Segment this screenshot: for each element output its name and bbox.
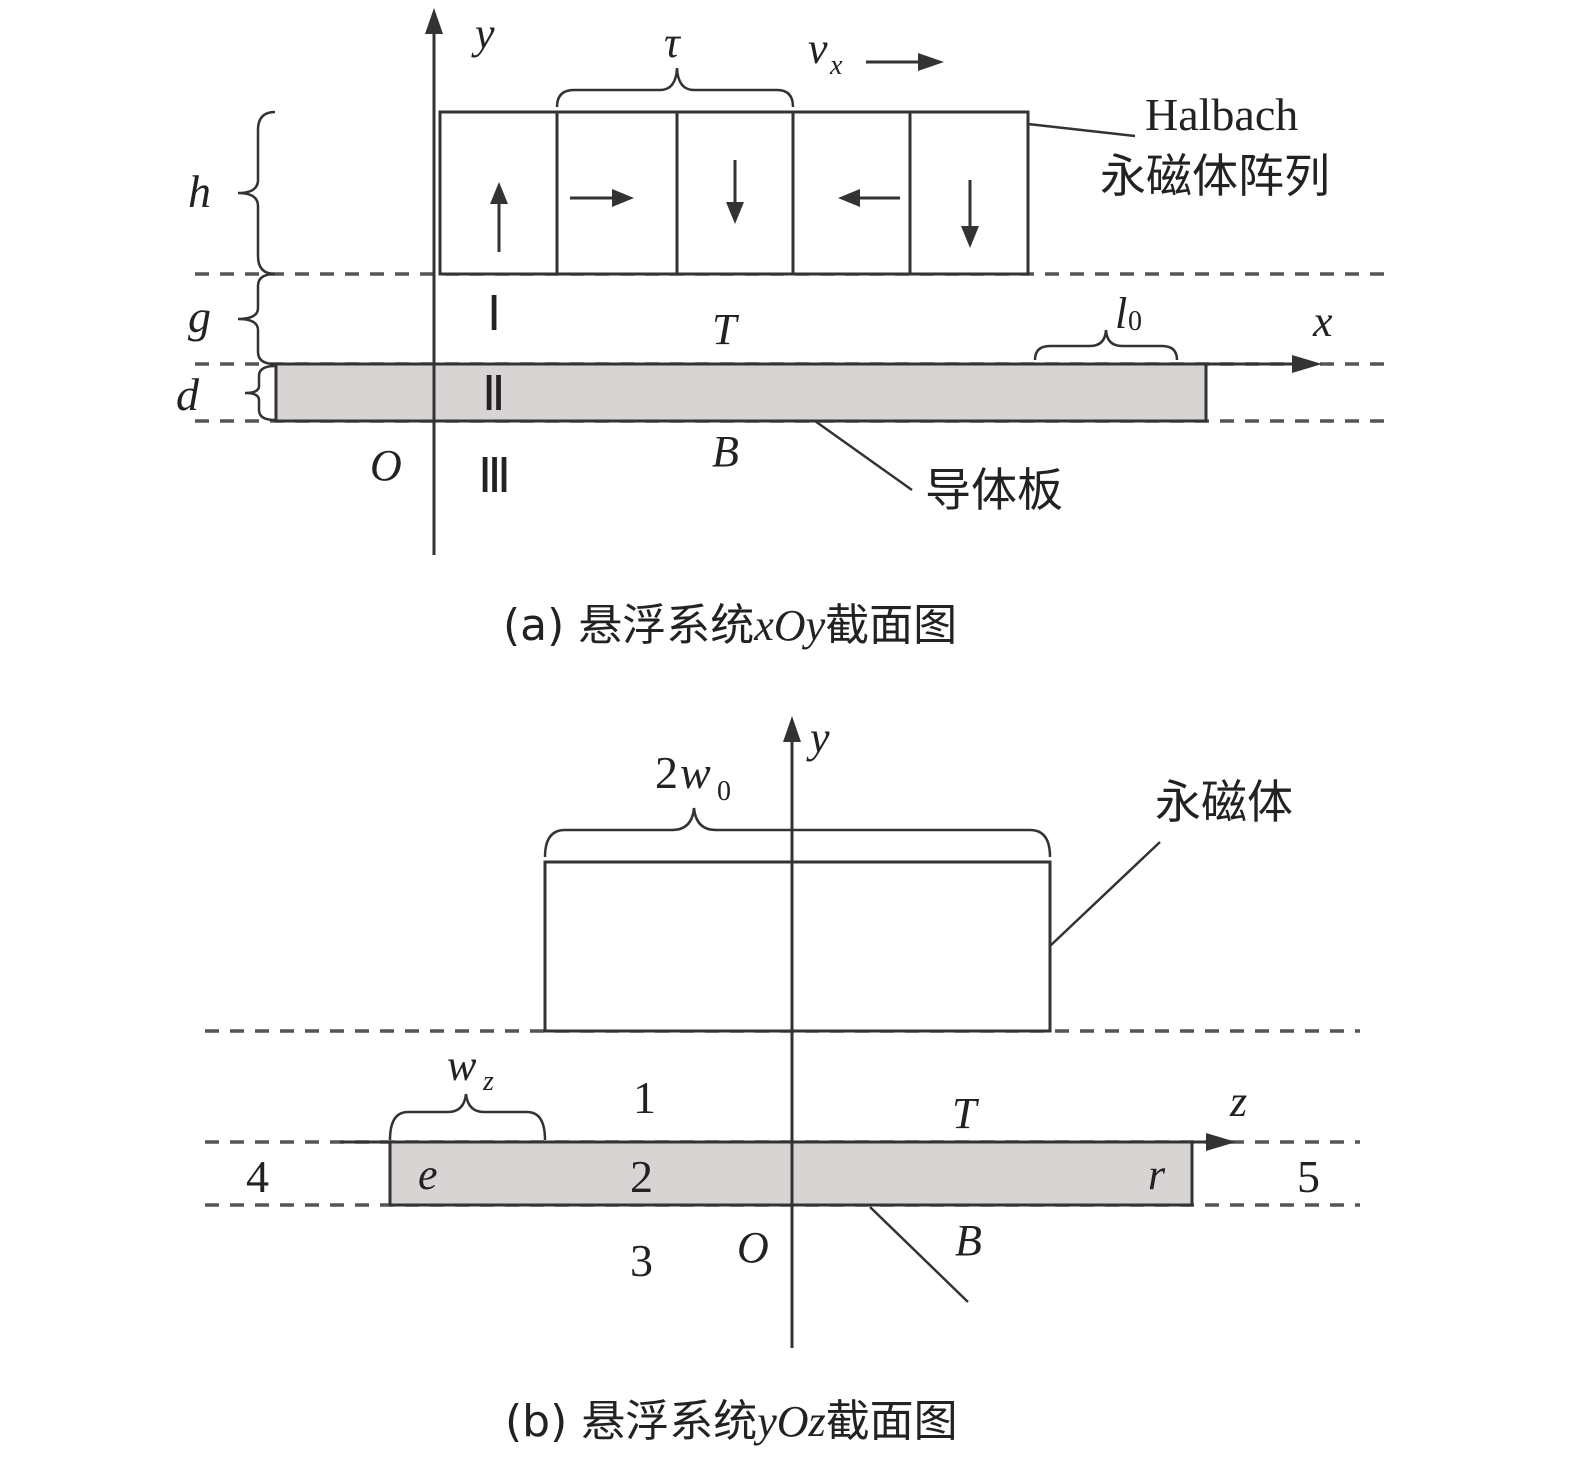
region-2-label-a: Ⅱ [482,368,506,421]
z-axis-label-b: z [1229,1077,1247,1126]
velocity-label: v [808,24,828,73]
halbach-leader-line [1027,122,1136,138]
panel-a: y x τ v x h g d Ⅰ Ⅱ Ⅲ T B O [176,8,1385,651]
velocity-subscript: x [829,50,843,81]
e-label: e [418,1150,438,1199]
region-4-label-b: 4 [246,1151,269,1202]
r-label: r [1148,1150,1166,1199]
d-brace [244,364,276,422]
h-label: h [188,166,211,217]
tau-brace [555,67,795,108]
wz-w: w [447,1041,477,1090]
y-axis-b [783,716,801,1348]
h-brace [237,110,276,276]
magnetization-arrow-down [726,160,744,224]
l0-brace [1033,329,1179,361]
y-axis-label-a: y [471,9,495,58]
T-label-a: T [712,305,740,354]
magnetization-arrow-left [838,189,900,207]
wz-brace [388,1093,547,1141]
y-axis-label-b: y [806,713,830,762]
magnet-leader-line [1049,841,1161,947]
caption-b: (b) 悬浮系统yOz截面图 [505,1396,958,1447]
x-axis-label-a: x [1312,297,1333,346]
2w0-subscript: 0 [717,776,731,807]
region-5-label-b: 5 [1297,1151,1320,1202]
panel-b: y z 2 w 0 永磁体 w z 1 2 3 4 5 e r T B O [205,713,1360,1447]
g-label: g [188,291,211,342]
2w0-brace [543,807,1052,858]
halbach-label-line2: 永磁体阵列 [1100,149,1330,203]
g-brace [237,272,276,366]
magnetization-arrow-up [490,182,508,252]
plate-leader-line [814,419,913,492]
conductor-plate [274,362,1208,423]
region-1-label-b: 1 [633,1072,656,1123]
wz-subscript: z [482,1066,494,1097]
region-1-label-a: Ⅰ [487,288,501,341]
halbach-label-line1: Halbach [1145,89,1298,140]
x-axis-a [276,355,1322,373]
l0-label: l [1115,289,1127,338]
2w0-w: w [680,747,711,798]
tau-label: τ [664,18,682,67]
origin-label-a: O [370,441,402,490]
region-2-label-b: 2 [630,1151,653,1202]
caption-a: (a) 悬浮系统xOy截面图 [503,600,957,651]
permanent-magnet-block [543,860,1052,1033]
plate-leader-line-b [869,1206,969,1303]
B-label-b: B [955,1216,982,1265]
magnet-label: 永磁体 [1155,775,1293,829]
T-label-b: T [952,1089,980,1138]
region-3-label-b: 3 [630,1235,653,1286]
z-axis-b [340,1133,1236,1151]
magnetization-arrow-down-2 [961,180,979,248]
d-label: d [176,369,200,420]
region-3-label-a: Ⅲ [478,450,511,503]
halbach-array [438,110,1030,276]
l0-subscript: 0 [1128,306,1142,337]
B-label-a: B [712,427,739,476]
velocity-arrow [866,53,944,71]
origin-label-b: O [737,1223,769,1272]
y-axis-a [425,8,443,555]
2w0-prefix: 2 [655,747,678,798]
magnetization-arrow-right [570,189,634,207]
plate-label: 导体板 [925,463,1063,517]
